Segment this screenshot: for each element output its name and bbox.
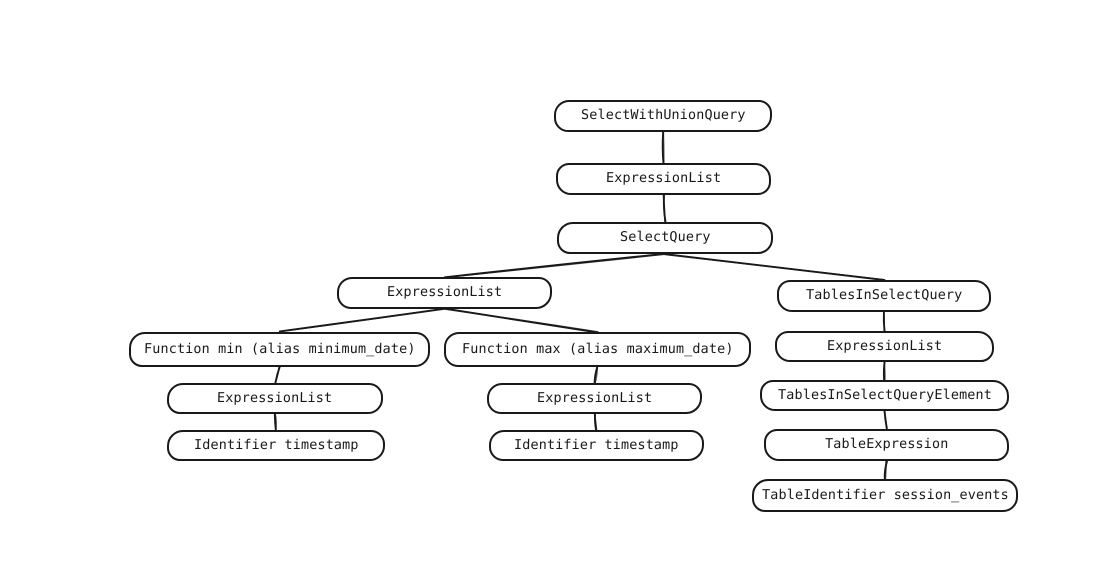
ast-node-n9[interactable]: ExpressionList: [487, 383, 702, 414]
ast-edge-n5-n8: [275, 366, 280, 383]
ast-node-n14[interactable]: TableIdentifier session_events: [752, 479, 1018, 512]
ast-node-n13[interactable]: TableExpression: [764, 429, 1009, 461]
ast-node-n8[interactable]: ExpressionList: [167, 383, 383, 414]
ast-edge-n3-n5: [280, 308, 445, 331]
ast-node-n5[interactable]: Function min (alias minimum_date): [129, 332, 430, 367]
ast-node-label: Identifier timestamp: [194, 439, 359, 453]
ast-node-label: ExpressionList: [827, 340, 942, 354]
ast-node-n1[interactable]: ExpressionList: [556, 163, 771, 195]
ast-node-n0[interactable]: SelectWithUnionQuery: [554, 100, 772, 132]
ast-edge-n4-n7: [884, 312, 885, 331]
ast-node-n10[interactable]: TablesInSelectQueryElement: [760, 380, 1009, 411]
ast-node-n6[interactable]: Function max (alias maximum_date): [444, 332, 751, 367]
ast-node-label: Identifier timestamp: [514, 439, 679, 453]
ast-node-n2[interactable]: SelectQuery: [557, 222, 773, 254]
ast-node-label: ExpressionList: [387, 286, 502, 300]
ast-edge-n2-n4: [665, 254, 885, 280]
ast-node-label: SelectQuery: [620, 231, 711, 245]
ast-node-label: Function max (alias maximum_date): [462, 343, 734, 357]
ast-node-n4[interactable]: TablesInSelectQuery: [777, 280, 991, 312]
ast-node-label: TableExpression: [825, 438, 949, 452]
ast-node-label: SelectWithUnionQuery: [581, 109, 746, 123]
ast-node-label: ExpressionList: [537, 392, 652, 406]
ast-node-label: Function min (alias minimum_date): [144, 343, 416, 357]
ast-edge-n2-n3: [445, 254, 665, 278]
ast-edge-n1-n2: [663, 195, 665, 223]
ast-edge-n6-n9: [595, 367, 598, 384]
ast-node-label: TablesInSelectQueryElement: [777, 389, 991, 403]
ast-edge-n0-n1: [663, 132, 664, 163]
ast-node-n3[interactable]: ExpressionList: [337, 277, 552, 309]
ast-edge-n7-n10: [884, 361, 885, 380]
ast-node-label: ExpressionList: [606, 172, 721, 186]
ast-edge-n9-n12: [595, 414, 597, 431]
ast-edge-n3-n6: [444, 309, 598, 333]
ast-node-n11[interactable]: Identifier timestamp: [167, 430, 385, 461]
ast-edge-n8-n11: [275, 414, 276, 431]
ast-node-label: TableIdentifier session_events: [761, 489, 1008, 503]
ast-edge-n10-n13: [884, 411, 887, 429]
ast-node-n12[interactable]: Identifier timestamp: [489, 430, 704, 461]
ast-node-label: ExpressionList: [217, 392, 332, 406]
ast-node-n7[interactable]: ExpressionList: [775, 331, 994, 362]
ast-edge-n13-n14: [885, 460, 887, 479]
ast-node-label: TablesInSelectQuery: [806, 289, 963, 303]
